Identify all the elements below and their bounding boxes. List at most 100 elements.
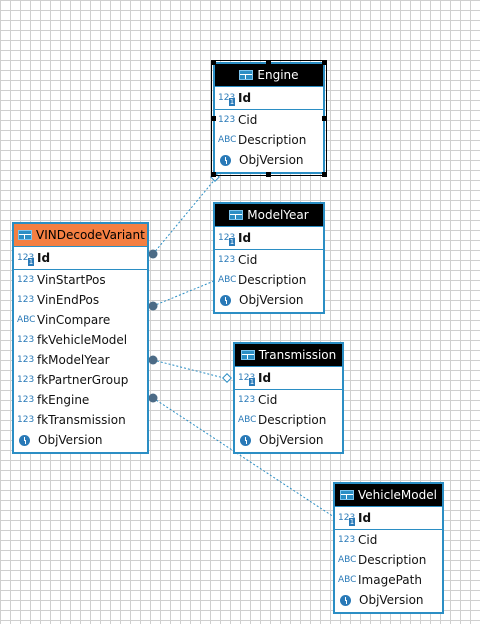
column-name: Id bbox=[358, 511, 372, 525]
table-icon bbox=[340, 490, 355, 500]
resize-handle[interactable] bbox=[322, 172, 327, 177]
link-end-dot bbox=[148, 393, 158, 403]
column-name: ObjVersion bbox=[38, 433, 103, 447]
text-type-icon: ABC bbox=[238, 415, 257, 425]
numeric-type-icon: 123 bbox=[17, 355, 35, 365]
clock-icon bbox=[240, 434, 251, 446]
link-transmission[interactable] bbox=[152, 359, 229, 380]
numeric-type-icon: 123 bbox=[17, 375, 35, 385]
column-name: Id bbox=[238, 91, 252, 105]
resize-handle[interactable] bbox=[211, 116, 216, 121]
resize-handle[interactable] bbox=[266, 60, 271, 65]
entity-header[interactable]: VINDecodeVariant bbox=[14, 224, 147, 247]
column-row[interactable]: ObjVersion bbox=[335, 590, 442, 610]
column-name: VinCompare bbox=[37, 313, 111, 327]
link-vehiclemodel[interactable] bbox=[152, 397, 335, 518]
column-name: Id bbox=[37, 251, 51, 265]
link-end-dot bbox=[148, 355, 158, 365]
pk-row[interactable]: 123Id bbox=[215, 87, 323, 110]
column-name: fkVehicleModel bbox=[37, 333, 128, 347]
entity-header[interactable]: Transmission bbox=[235, 344, 342, 367]
entity-header[interactable]: ModelYear bbox=[215, 204, 323, 227]
column-name: Description bbox=[238, 273, 307, 287]
column-name: fkModelYear bbox=[37, 353, 110, 367]
numeric-type-icon: 123 bbox=[17, 395, 35, 405]
column-name: Description bbox=[258, 413, 327, 427]
numeric-type-icon: 123 bbox=[17, 295, 35, 305]
pk-row[interactable]: 123Id bbox=[235, 367, 342, 390]
column-name: Cid bbox=[238, 113, 258, 127]
link-engine[interactable] bbox=[152, 177, 217, 255]
numeric-type-icon: 123 bbox=[17, 415, 35, 425]
clock-icon bbox=[220, 294, 231, 306]
column-row[interactable]: ObjVersion bbox=[215, 150, 323, 170]
column-row[interactable]: ObjVersion bbox=[14, 430, 147, 450]
table-icon bbox=[229, 210, 244, 220]
resize-handle[interactable] bbox=[211, 172, 216, 177]
entity-header[interactable]: VehicleModel bbox=[335, 484, 442, 507]
column-name: VinStartPos bbox=[37, 273, 106, 287]
column-name: ImagePath bbox=[358, 573, 422, 587]
resize-handle[interactable] bbox=[266, 172, 271, 177]
numeric-type-icon: 123 bbox=[17, 275, 35, 285]
entity-title: VehicleModel bbox=[358, 488, 437, 502]
column-name: ObjVersion bbox=[359, 593, 424, 607]
numeric-type-icon: 123 bbox=[218, 115, 236, 125]
numeric-key-icon: 123 bbox=[338, 513, 355, 526]
entity-title: Transmission bbox=[258, 348, 337, 362]
text-type-icon: ABC bbox=[218, 275, 237, 285]
column-name: fkTransmission bbox=[37, 413, 126, 427]
numeric-type-icon: 123 bbox=[238, 395, 256, 405]
entity-header[interactable]: Engine bbox=[215, 64, 323, 87]
link-end-diamond bbox=[222, 373, 232, 383]
numeric-type-icon: 123 bbox=[17, 335, 35, 345]
column-name: fkEngine bbox=[37, 393, 90, 407]
column-row[interactable]: ObjVersion bbox=[215, 290, 323, 310]
table-icon bbox=[240, 350, 255, 360]
clock-icon bbox=[19, 434, 30, 446]
link-modelyear[interactable] bbox=[152, 280, 215, 307]
pk-row[interactable]: 123Id bbox=[14, 247, 147, 270]
numeric-key-icon: 123 bbox=[218, 233, 235, 246]
column-name: Description bbox=[238, 133, 307, 147]
column-name: Cid bbox=[258, 393, 278, 407]
pk-row[interactable]: 123Id bbox=[335, 507, 442, 530]
column-name: Id bbox=[238, 231, 252, 245]
column-row[interactable]: ObjVersion bbox=[235, 430, 342, 450]
resize-handle[interactable] bbox=[322, 60, 327, 65]
link-end-dot bbox=[148, 301, 158, 311]
numeric-type-icon: 123 bbox=[338, 535, 356, 545]
text-type-icon: ABC bbox=[338, 575, 357, 585]
numeric-key-icon: 123 bbox=[218, 93, 235, 106]
table-icon bbox=[18, 230, 32, 240]
pk-row[interactable]: 123Id bbox=[215, 227, 323, 250]
column-name: ObjVersion bbox=[259, 433, 324, 447]
numeric-key-icon: 123 bbox=[238, 373, 255, 386]
text-type-icon: ABC bbox=[218, 135, 237, 145]
resize-handle[interactable] bbox=[211, 60, 216, 65]
resize-handle[interactable] bbox=[322, 116, 327, 121]
column-name: Description bbox=[358, 553, 427, 567]
